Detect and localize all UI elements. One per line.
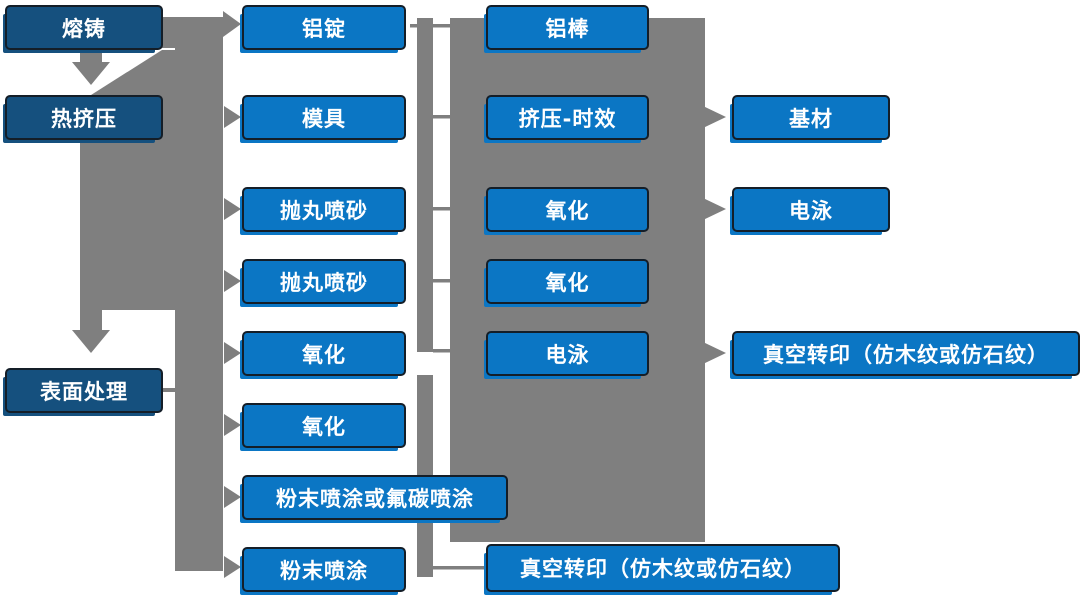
node-aluminum-ingot: 铝锭: [242, 5, 406, 50]
node-aluminum-rod: 铝棒: [486, 5, 649, 50]
node-shot-blasting-1: 抛丸喷砂: [242, 187, 406, 232]
connector-left-blob: [80, 50, 223, 310]
connector-rung-bottom: [425, 566, 487, 570]
node-oxidation-1: 氧化: [242, 331, 406, 376]
connector-melt-down-shaft: [80, 48, 102, 64]
arrow-melt-to-ingot: [223, 11, 241, 37]
node-substrate: 基材: [732, 95, 890, 140]
node-oxidation-3: 氧化: [486, 187, 649, 232]
node-extrusion-aging: 挤压-时效: [486, 95, 649, 140]
node-oxidation-2: 氧化: [242, 403, 406, 448]
connector-rung-2: [433, 115, 450, 119]
connector-mid-bar-upper: [417, 18, 433, 352]
connector-rung-4: [433, 279, 450, 283]
node-vacuum-transfer-print-1: 真空转印（仿木纹或仿石纹）: [486, 544, 840, 592]
node-shot-blasting-2: 抛丸喷砂: [242, 259, 406, 304]
arrow-into-oxidation-1: [224, 342, 241, 364]
connector-rung-1: [410, 24, 450, 28]
arrow-into-oxidation-2: [224, 414, 241, 436]
node-electrophoresis-2: 电泳: [732, 187, 890, 232]
connector-rung-3: [433, 207, 450, 211]
node-powder-coating: 粉末喷涂: [242, 547, 406, 592]
connector-rung-5: [433, 349, 450, 353]
arrow-into-powder-fluoro: [224, 486, 241, 508]
arrow-into-mold: [224, 106, 241, 128]
arrow-down-surface-treatment: [72, 330, 110, 353]
node-powder-or-fluorocarbon-coating: 粉末喷涂或氟碳喷涂: [242, 475, 508, 520]
node-mold: 模具: [242, 95, 406, 140]
arrow-into-shotblast-2: [224, 270, 241, 292]
arrow-into-substrate: [703, 106, 726, 128]
node-oxidation-4: 氧化: [486, 259, 649, 304]
node-electrophoresis-1: 电泳: [486, 331, 649, 376]
node-hot-extrusion: 热挤压: [5, 95, 163, 140]
connector-melt-to-ingot-band: [162, 17, 223, 48]
arrow-down-hot-extrusion: [72, 62, 110, 85]
node-surface-treatment: 表面处理: [5, 368, 163, 413]
arrow-into-powder: [224, 556, 241, 578]
arrow-into-shotblast-1: [224, 198, 241, 220]
node-vacuum-transfer-print-2: 真空转印（仿木纹或仿石纹）: [732, 331, 1080, 376]
connector-surface-stub: [162, 388, 178, 392]
connector-surface-down-shaft: [80, 300, 102, 332]
arrow-into-electrophoresis: [703, 198, 726, 220]
node-melt-cast: 熔铸: [5, 5, 163, 50]
arrow-into-vacuum-transfer: [703, 342, 726, 364]
